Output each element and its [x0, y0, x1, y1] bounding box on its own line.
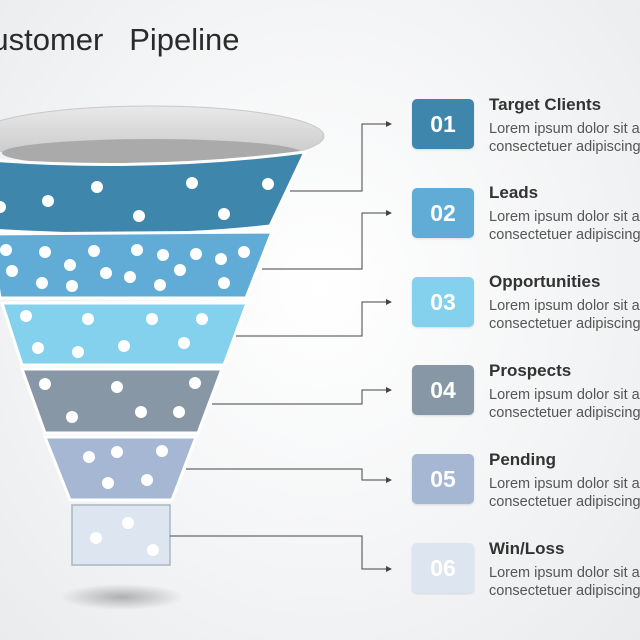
connector-6 — [170, 535, 390, 570]
connectors — [170, 123, 390, 570]
stage-title-1: Target Clients — [489, 95, 602, 114]
arrowhead-3 — [386, 299, 392, 305]
stage-desc-4-line-1: Lorem ipsum dolor sit amet, — [489, 387, 640, 403]
stage-desc-4-line-2: consectetuer adipiscing elit. — [489, 404, 640, 421]
stage-title-3: Opportunities — [489, 272, 601, 291]
funnel-segment-3 — [0, 301, 250, 367]
arrowhead-1 — [386, 121, 392, 127]
arrowhead-5 — [386, 477, 392, 483]
stage-desc-1: Lorem ipsum dolor sit amet,consectetuer … — [489, 121, 640, 156]
stage-badge-2: 02 — [412, 188, 474, 238]
arrowhead-2 — [386, 210, 392, 216]
stage-number-3: 03 — [430, 288, 456, 315]
stage-title-6: Win/Loss — [489, 539, 565, 558]
stage-desc-6: Lorem ipsum dolor sit amet,consectetuer … — [489, 565, 640, 600]
stage-desc-5-line-1: Lorem ipsum dolor sit amet, — [489, 476, 640, 492]
stage-number-1: 01 — [430, 110, 456, 137]
stage-title-4: Prospects — [489, 361, 572, 380]
stage-number-6: 06 — [430, 554, 456, 581]
stage-text-1: Target Clients Lorem ipsum dolor sit ame… — [489, 95, 640, 156]
stage-desc-5: Lorem ipsum dolor sit amet,consectetuer … — [489, 476, 640, 511]
stage-number-4: 04 — [430, 376, 456, 403]
stage-desc-1-line-2: consectetuer adipiscing elit. — [489, 138, 640, 155]
stage-desc-1-line-1: Lorem ipsum dolor sit amet, — [489, 121, 640, 137]
stage-desc-3-line-2: consectetuer adipiscing elit. — [489, 315, 640, 332]
stage-desc-6-line-2: consectetuer adipiscing elit. — [489, 582, 640, 599]
arrowhead-6 — [386, 566, 392, 572]
connector-2 — [262, 212, 390, 270]
stage-title-5: Pending — [489, 450, 557, 469]
stage-text-4: Prospects Lorem ipsum dolor sit amet,con… — [489, 361, 640, 422]
stage-desc-4: Lorem ipsum dolor sit amet,consectetuer … — [489, 387, 640, 422]
stage-desc-2-line-1: Lorem ipsum dolor sit amet, — [489, 209, 640, 225]
page-title-text: Customer Pipeline — [0, 22, 240, 57]
stage-badge-4: 04 — [412, 365, 474, 415]
connector-5 — [186, 468, 390, 481]
funnel-segment-1 — [0, 150, 308, 236]
stage-desc-3: Lorem ipsum dolor sit amet,consectetuer … — [489, 298, 640, 333]
stage-text-6: Win/Loss Lorem ipsum dolor sit amet,cons… — [489, 539, 640, 600]
stage-desc-2: Lorem ipsum dolor sit amet,consectetuer … — [489, 209, 640, 244]
funnel-shadow — [60, 584, 184, 610]
funnel-segment-6 — [71, 504, 171, 566]
stage-badge-6: 06 — [412, 543, 474, 593]
stage-text-3: Opportunities Lorem ipsum dolor sit amet… — [489, 272, 640, 333]
stage-desc-6-line-1: Lorem ipsum dolor sit amet, — [489, 565, 640, 581]
stage-badge-3: 03 — [412, 277, 474, 327]
stage-title-2: Leads — [489, 183, 539, 202]
connector-1 — [290, 123, 390, 192]
stage-badge-1: 01 — [412, 99, 474, 149]
funnel-bubbles — [0, 177, 274, 556]
stage-desc-2-line-2: consectetuer adipiscing elit. — [489, 226, 640, 243]
stage-text-2: Leads Lorem ipsum dolor sit amet,consect… — [489, 183, 640, 244]
connector-3 — [236, 301, 390, 337]
connector-4 — [212, 389, 390, 405]
funnel-segment-2 — [0, 230, 275, 300]
stage-number-2: 02 — [430, 199, 456, 226]
stage-desc-3-line-1: Lorem ipsum dolor sit amet, — [489, 298, 640, 314]
stage-text-5: Pending Lorem ipsum dolor sit amet,conse… — [489, 450, 640, 511]
connector-arrowheads — [386, 121, 392, 572]
page-title: Customer Pipeline — [0, 22, 640, 62]
arrowhead-4 — [386, 387, 392, 393]
stage-desc-5-line-2: consectetuer adipiscing elit. — [489, 493, 640, 510]
stage-number-5: 05 — [430, 465, 456, 492]
funnel-segment-5 — [42, 435, 199, 502]
stage-badge-5: 05 — [412, 454, 474, 504]
